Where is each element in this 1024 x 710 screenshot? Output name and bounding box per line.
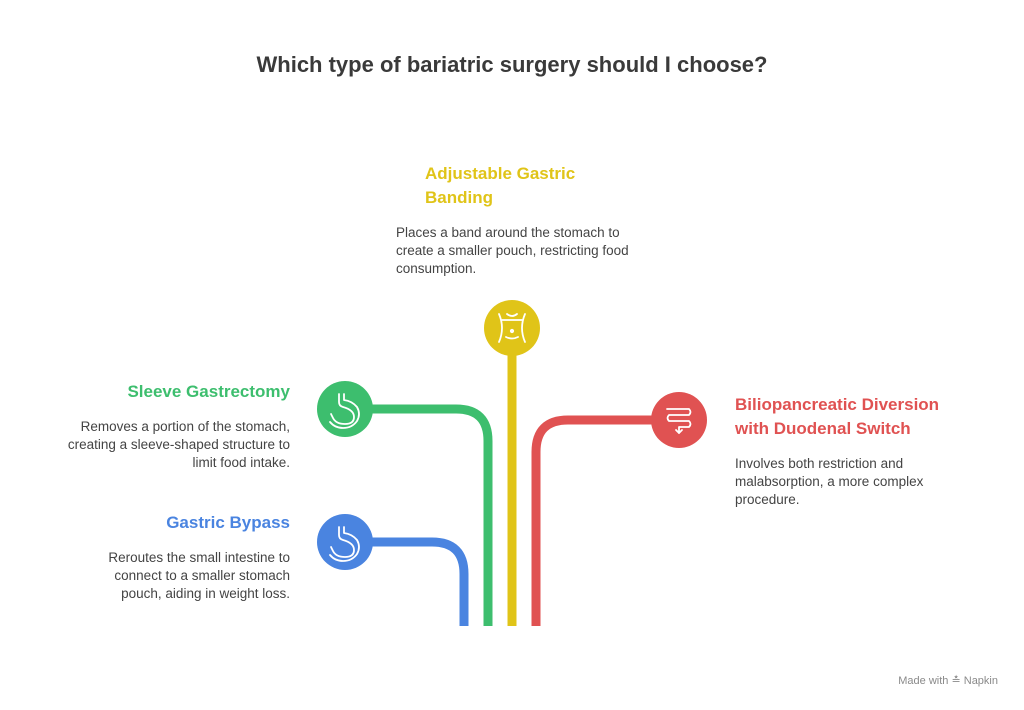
gastric-bypass-node: Gastric Bypass Reroutes the small intest…: [60, 511, 290, 603]
napkin-logo-icon: ≛: [951, 675, 961, 687]
gastric-banding-circle: [484, 300, 540, 356]
biliopancreatic-title: Biliopancreatic Diversion with Duodenal …: [735, 395, 940, 438]
gastric-banding-node: Adjustable Gastric Banding Places a band…: [396, 162, 646, 278]
stomach-icon: [329, 526, 360, 562]
napkin-brand: Napkin: [963, 675, 998, 687]
diagram-title: Which type of bariatric surgery should I…: [256, 52, 768, 77]
gastric-banding-title: Adjustable Gastric Banding: [425, 164, 576, 207]
made-with-label: Made with: [898, 675, 949, 687]
gastric-bypass-title: Gastric Bypass: [166, 513, 290, 532]
intestine-icon: [666, 408, 692, 434]
gastric-bypass-circle: [317, 514, 373, 570]
biliopancreatic-node: Biliopancreatic Diversion with Duodenal …: [735, 393, 975, 509]
sleeve-gastrectomy-line: [345, 404, 493, 626]
sleeve-gastrectomy-title: Sleeve Gastrectomy: [127, 382, 290, 401]
sleeve-gastrectomy-description: Removes a portion of the stomach, creati…: [67, 419, 290, 470]
gastric-bypass-line: [345, 537, 469, 626]
biliopancreatic-line: [531, 415, 679, 626]
stomach-icon: [329, 393, 360, 429]
footer-credit[interactable]: Made with ≛ Napkin: [898, 674, 998, 687]
biliopancreatic-circle: [651, 392, 707, 448]
sleeve-gastrectomy-node: Sleeve Gastrectomy Removes a portion of …: [40, 380, 290, 472]
gastric-banding-description: Places a band around the stomach to crea…: [396, 225, 629, 276]
sleeve-gastrectomy-circle: [317, 381, 373, 437]
waist-band-icon: [498, 313, 526, 343]
gastric-bypass-description: Reroutes the small intestine to connect …: [108, 550, 290, 601]
biliopancreatic-description: Involves both restriction and malabsorpt…: [735, 456, 924, 507]
